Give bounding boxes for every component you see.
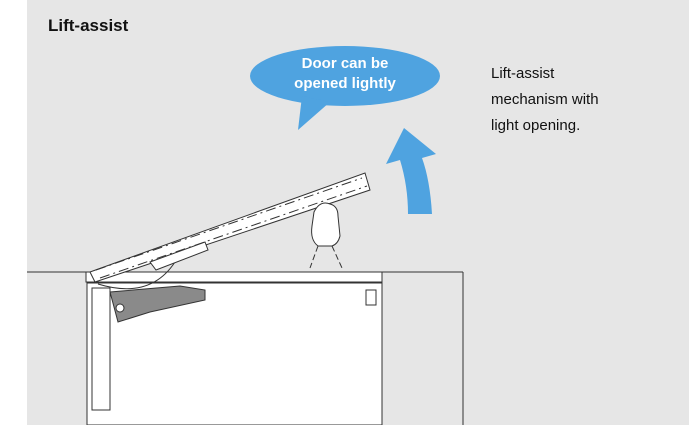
mechanism-curve	[97, 261, 176, 290]
curved-arrow-up-icon	[386, 128, 436, 214]
right-cabinet-edge	[365, 289, 377, 306]
door-panel	[89, 172, 371, 283]
section-title: Lift-assist	[48, 16, 129, 35]
door-frame-dashed	[95, 177, 368, 279]
hand-icon	[309, 202, 343, 269]
speech-bubble-icon	[250, 46, 440, 130]
cabinet-side-panel	[91, 287, 111, 411]
callout-line-1: Door can be	[301, 55, 389, 72]
callout-text: Door can be opened lightly	[250, 54, 440, 94]
mechanism-pivot	[115, 303, 125, 313]
callout-line-2: opened lightly	[294, 75, 396, 92]
cabinet-top	[85, 271, 383, 283]
door	[89, 172, 371, 283]
description-line-3: light opening.	[491, 117, 581, 134]
description-line-1: Lift-assist	[491, 65, 555, 82]
description: Lift-assist mechanism with light opening…	[491, 61, 661, 139]
description-line-2: mechanism with	[491, 91, 599, 108]
mechanism-arm	[109, 285, 206, 323]
door-bracket	[149, 241, 209, 271]
lift-mechanism	[97, 261, 206, 323]
